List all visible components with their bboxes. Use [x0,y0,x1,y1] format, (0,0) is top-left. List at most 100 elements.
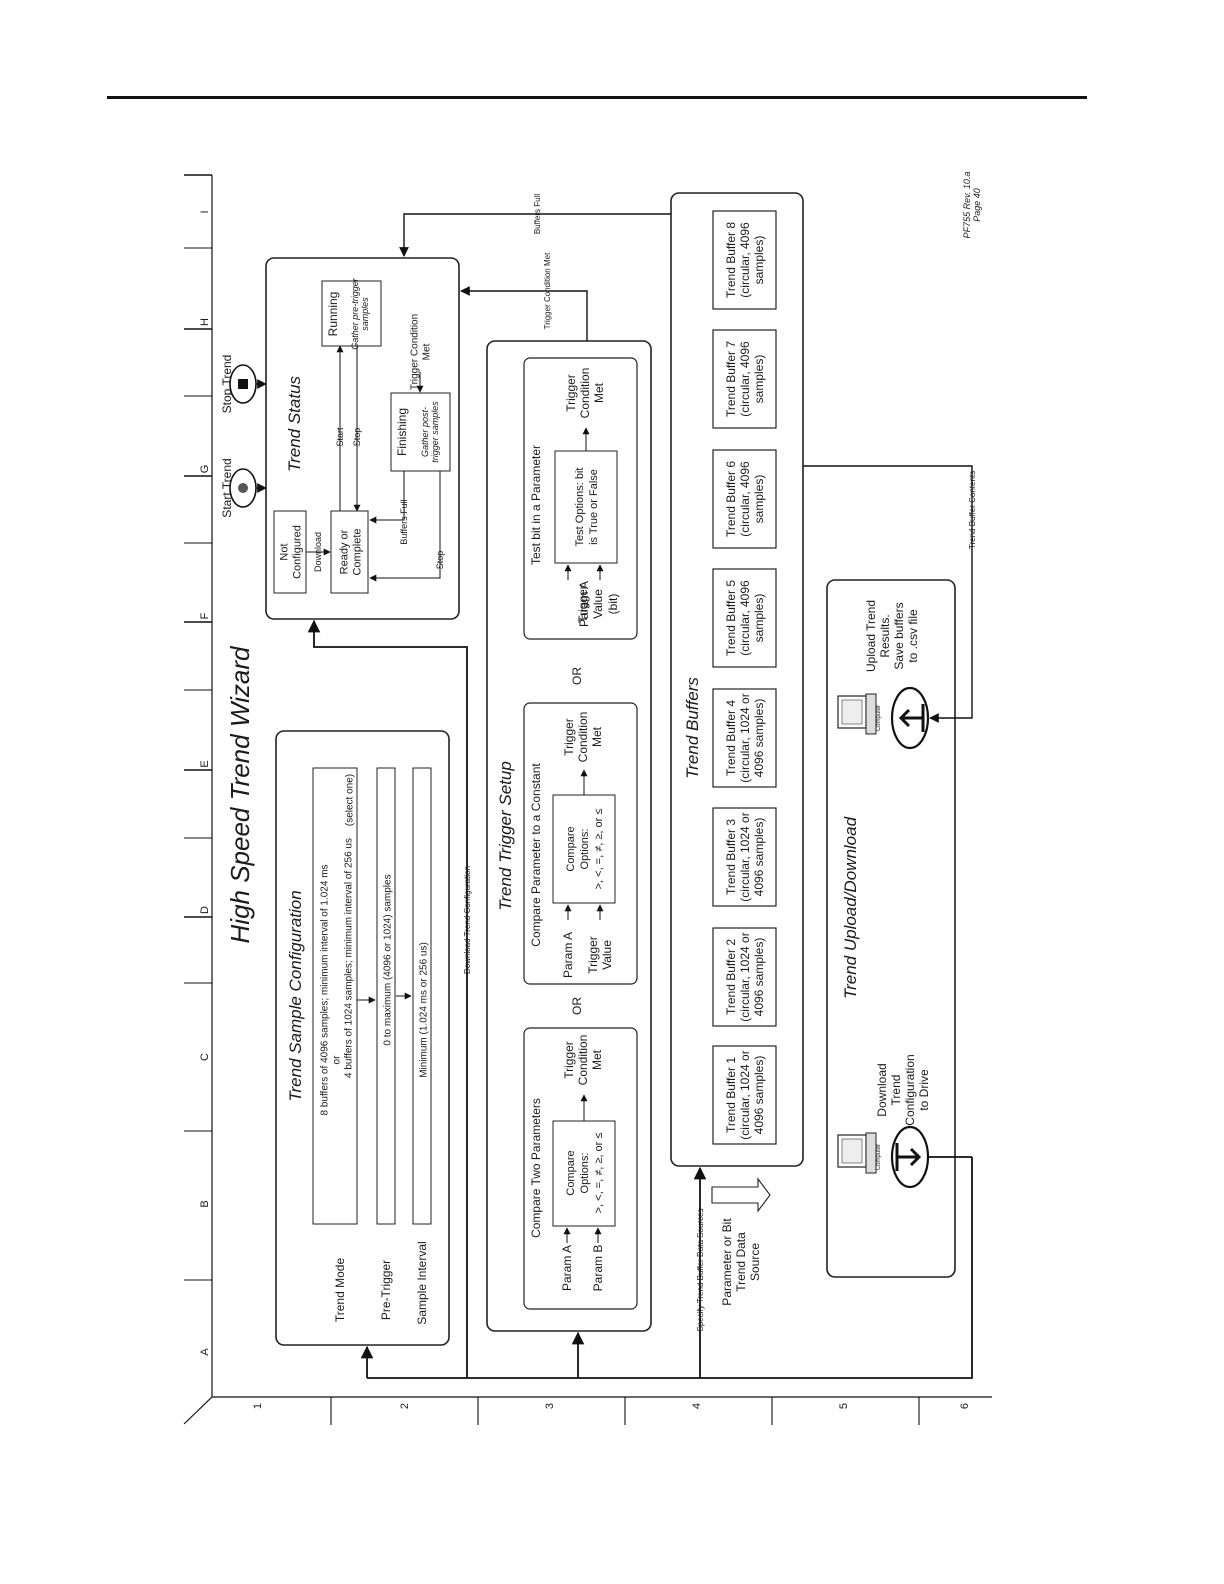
revision-note-line: Page 40 [972,188,982,222]
grid-column-label: A [199,1348,211,1356]
header-rule [107,96,1087,99]
stop-trend-label-line: Stop Trend [220,355,234,414]
test-bit-value-line: Trigger [576,585,590,623]
grid-column-label-line: C [199,1053,211,1061]
diagram-title-line: High Speed Trend Wizard [225,645,255,944]
grid-column-label-line: E [199,760,211,767]
state-ready-label-line: Ready or [338,529,350,574]
grid-column-label-line: H [199,318,211,326]
test-bit-result-line: Condition [578,368,592,419]
trigger-setup-title-line: Trend Trigger Setup [496,761,515,911]
data-source-arrow [711,1177,771,1213]
sample-config-panel [275,730,450,1346]
grid-row-label: 2 [399,1403,411,1409]
test-bit-value-line: Value [591,589,605,619]
grid-row-label-line: 1 [252,1403,264,1409]
trend-buffer-label-line: samples) [752,355,766,404]
trigger-met-connector-label: Trigger Condition Met [543,252,552,329]
start-transition-label-line: Start [335,427,345,447]
trend-buffer-label-line: (circular, 4096 [738,222,752,298]
trend-buffers-panel [670,192,804,1167]
data-sources-connector-label-line: Specify Trend Buffer Data Sources [696,1208,705,1331]
computer-label-2: Computer [876,705,882,731]
trend-buffer-label-line: samples) [752,236,766,285]
trend-buffer-label-line: Trend Buffer 5 [724,580,738,656]
compare-two-options-text-line: Options: [579,1153,591,1194]
compare-constant-options-text-line: >, <, =, ≠, ≥, or ≤ [593,809,605,890]
trend-buffer-label-line: (circular, 4096 [738,580,752,656]
compare-two-options-text-line: Compare [565,1150,577,1195]
state-finishing-label-line: Finishing [395,408,409,456]
state-running-note-line: samples [360,297,370,331]
upload-computer-icon[interactable] [837,693,877,735]
grid-row-label-line: 4 [691,1403,703,1409]
state-running-note-line: Gather pre-trigger [350,277,360,350]
trend-buffer-box [712,927,777,1027]
download-transition-label-line: Download [313,532,323,572]
compare-two-title: Compare Two Parameters [529,1098,543,1238]
trend-mode-label: Trend Mode [333,1258,347,1323]
computer-label-1-line: Computer [876,1144,882,1170]
trend-buffer-label-line: Trend Buffer 8 [724,222,738,298]
trend-buffers-title: Trend Buffers [683,677,702,779]
buffers-full-transition-arrow [369,471,405,524]
trend-buffer-box [712,688,777,788]
compare-two-param-a: Param A [560,1245,574,1291]
sample-interval-value-line: Minimum (1.024 ms or 256 us) [419,942,430,1078]
trend-buffer-box [712,568,777,668]
sample-interval-label-line: Sample Interval [415,1241,429,1324]
state-not-configured-label-line: Configured [291,525,303,579]
trend-buffer-label-line: Trend Buffer 7 [724,341,738,417]
trend-mode-option-2: 4 buffers of 1024 samples; minimum inter… [344,838,355,1078]
trend-mode-select-note-line: (select one) [345,774,356,826]
compare-constant-options-text-line: Compare [565,826,577,871]
sample-interval-box [412,767,432,1225]
upload-results-label-line: to .csv file [906,609,920,663]
computer-label-1: Computer [876,1144,882,1170]
grid-row-label-line: 5 [838,1403,850,1409]
compare-two-param-b: Param B [591,1245,605,1292]
compare-constant-title-line: Compare Parameter to a Constant [529,763,543,947]
compare-two-box [523,1027,638,1310]
trigger-or-1: OR [570,997,584,1015]
trend-status-title: Trend Status [285,375,304,472]
data-source-label-line: Parameter or Bit [720,1218,734,1306]
trend-buffer-label-line: Trend Buffer 4 [724,700,738,776]
grid-row-label: 4 [691,1403,703,1409]
test-bit-options-text-line: Test Options: bit [574,468,586,547]
trigger-met-transition-label-line: Met [422,343,433,360]
test-bit-value-line: (bit) [606,594,620,615]
trend-mode-or: or [332,1055,343,1065]
grid-column-label: B [199,1200,211,1207]
trigger-setup-panel [486,340,652,1332]
state-finishing-note-line: Gather post- [420,407,430,457]
grid-column-label: G [199,465,211,474]
grid-column-label: C [199,1053,211,1061]
state-running-label: Running [326,292,340,337]
state-not-configured-label-line: Not [278,543,290,560]
trigger-or-1-line: OR [570,997,584,1015]
trend-status-title-line: Trend Status [285,375,304,472]
pretrigger-label: Pre-Trigger [379,1260,393,1320]
compare-constant-result-line: Met [590,726,604,747]
diagram-title: High Speed Trend Wizard [225,645,255,944]
data-source-label-line: Trend Data [734,1232,748,1292]
trend-buffer-label-line: 4096 samples) [752,699,766,778]
buffers-full-connector-label: Buffers Full [533,194,542,235]
state-finishing-note: Gather post-trigger samples [420,401,440,463]
download-computer-icon[interactable] [837,1132,877,1174]
compare-constant-options-text-line: Options: [579,829,591,870]
download-config-line [307,619,468,1378]
state-running [321,280,382,347]
